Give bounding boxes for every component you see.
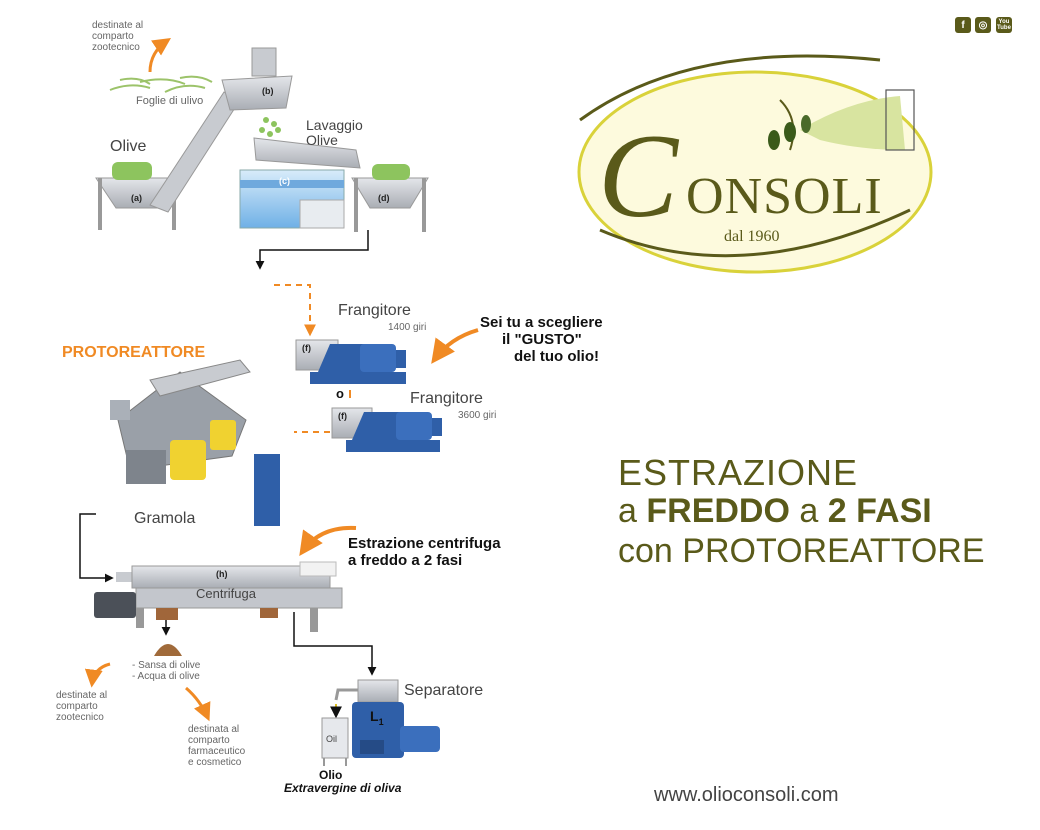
crusher2-label: Frangitore (410, 390, 483, 407)
arrow-gramola-to-centrifuge (79, 513, 114, 583)
website-link[interactable]: www.olioconsoli.com (654, 784, 839, 806)
centrifuge-orange-arrow (299, 525, 357, 556)
headline-a1: a (618, 492, 637, 530)
brand-since: dal 1960 (724, 228, 780, 245)
letter-f1: (f) (302, 343, 311, 353)
malaxer-label: Gramola (134, 510, 196, 527)
leaves-label: Foglie di ulivo (136, 95, 204, 107)
arrow-to-crusher-line (255, 230, 369, 270)
conveyor-b (149, 47, 293, 213)
pomace-pile (154, 644, 182, 656)
taste-note: Sei tu a scegliere il "GUSTO" del tuo ol… (480, 314, 603, 365)
olive-leaves (109, 75, 213, 93)
oil-tank (321, 717, 349, 766)
arrow-to-separator (293, 612, 377, 676)
letter-d: (d) (378, 193, 390, 203)
leaves-orange-arrow (148, 38, 171, 73)
centrifuge-h (94, 561, 343, 632)
olive-label: Olive (110, 138, 147, 155)
brand-name: ONSOLI (686, 168, 883, 225)
crusher1-rpm: 1400 giri (388, 322, 427, 333)
brand-initial: C (598, 109, 679, 242)
letter-h: (h) (216, 569, 228, 579)
or-label: o (336, 386, 344, 401)
separator-label: Separatore (404, 682, 484, 699)
protoreactor-label: PROTOREATTORE (62, 344, 206, 361)
headline-line3: con PROTOREATTORE (618, 532, 985, 570)
crusher-3600 (331, 407, 442, 452)
letter-b: (b) (262, 86, 274, 96)
headline-freddo: FREDDO (646, 492, 790, 530)
facebook-icon[interactable]: f (955, 17, 971, 33)
crusher2-rpm: 3600 giri (458, 410, 497, 421)
headline-line2: a FREDDO a 2 FASI (618, 492, 932, 531)
letter-c: (c) (279, 176, 290, 186)
separator-mark-sub: 1 (378, 716, 384, 727)
zoo-orange-arrow (84, 662, 111, 688)
youtube-icon[interactable]: You Tube (996, 17, 1012, 33)
washer-c (239, 137, 361, 229)
byproducts-list: - Sansa di olive- Acqua di olive (132, 660, 201, 682)
crusher1-label: Frangitore (338, 302, 411, 319)
separator-mark: L1 (370, 708, 384, 727)
orange-dashed-to-crusher (274, 284, 316, 337)
letter-a: (a) (131, 193, 142, 203)
headline-line1: ESTRAZIONE (618, 452, 859, 493)
centrifuge-label: Centrifuga (196, 586, 256, 601)
taste-orange-arrow (431, 328, 479, 364)
letter-f2: (f) (338, 411, 347, 421)
headline-a2: a (799, 492, 819, 530)
product-subtitle: Extravergine di oliva (284, 781, 402, 795)
separator-mark-main: L (370, 708, 379, 724)
crusher-1400 (295, 339, 406, 384)
pharma-orange-arrow (185, 686, 211, 722)
separator-machine (334, 679, 440, 758)
headline-2fasi: 2 FASI (827, 492, 932, 530)
consoli-logo (577, 54, 933, 274)
hopper-d (351, 164, 429, 232)
youtube-top: You (998, 19, 1010, 25)
youtube-bottom: Tube (997, 25, 1011, 31)
protoreactor-machine (110, 359, 280, 526)
instagram-icon[interactable]: ◎ (975, 17, 991, 33)
product-title: Olio (319, 768, 343, 782)
olive-dots (259, 117, 281, 137)
oil-tank-label: Oil (326, 734, 337, 744)
